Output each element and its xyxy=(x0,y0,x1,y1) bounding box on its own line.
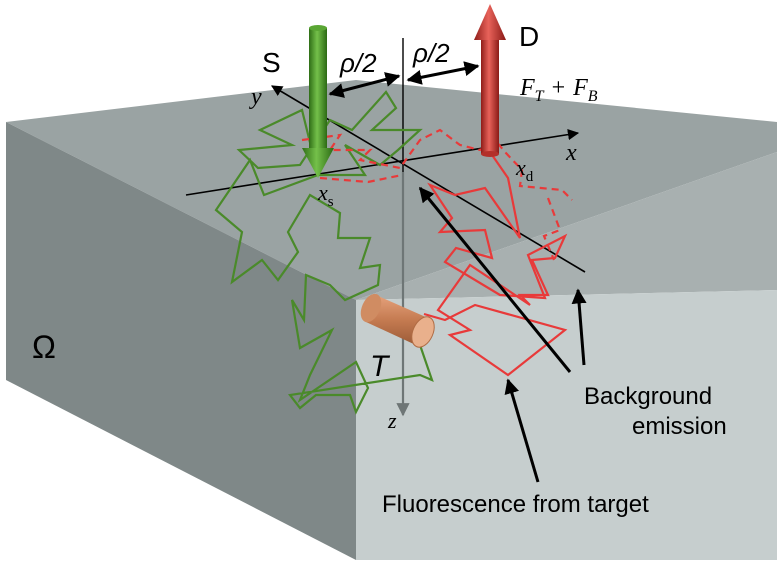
half-separation-label-right: ρ/2 xyxy=(412,38,450,68)
source-arrow xyxy=(302,25,334,178)
detector-arrow xyxy=(474,4,506,157)
box-top-face-right xyxy=(356,152,777,300)
domain-label: Ω xyxy=(32,329,56,365)
fluorescence-label: Fluorescence from target xyxy=(382,491,649,518)
background-arrow-1 xyxy=(418,186,572,373)
tissue-box xyxy=(6,80,777,560)
target-label: T xyxy=(370,350,391,383)
box-top-face xyxy=(6,80,777,300)
red-photon-path-dashed-3 xyxy=(319,173,403,184)
background-emission-label-line2: emission xyxy=(632,413,727,440)
background-emission-label-line1: Background xyxy=(584,383,712,410)
source-position-label: xs xyxy=(317,180,334,210)
detected-flux-label: FT+FB xyxy=(519,75,598,105)
detector-label: D xyxy=(519,21,539,52)
box-front-face xyxy=(356,290,777,560)
x-axis-label: x xyxy=(565,140,577,166)
red-photon-path xyxy=(423,151,568,377)
background-arrow-2 xyxy=(571,288,587,366)
half-separation-arrow-right xyxy=(406,61,480,85)
half-separation-arrow-left xyxy=(328,72,401,98)
target-cylinder xyxy=(360,293,435,348)
box-left-face xyxy=(6,122,356,560)
source-label: S xyxy=(262,47,281,78)
z-axis-label: z xyxy=(387,408,397,433)
half-separation-label-left: ρ/2 xyxy=(339,48,377,78)
green-photon-path xyxy=(214,90,434,415)
red-photon-path-dashed-2 xyxy=(542,197,562,261)
detector-position-label: xd xyxy=(515,155,534,185)
y-axis-label: y xyxy=(249,84,262,110)
red-photon-path-dashed xyxy=(301,128,573,201)
fluorescence-arrow xyxy=(504,378,540,483)
annotation-arrows xyxy=(418,186,587,483)
